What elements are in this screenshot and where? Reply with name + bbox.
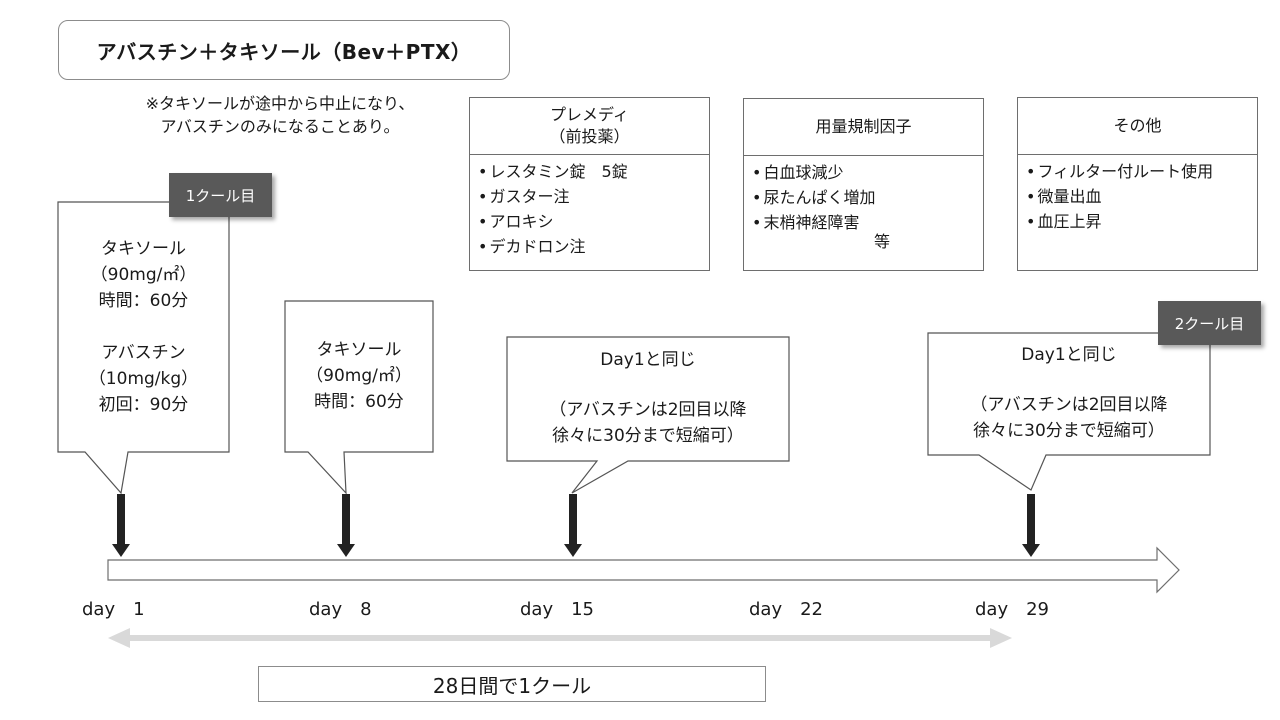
list-item: 末梢神経障害	[752, 210, 983, 235]
note-line-2: アバスチンのみになることあり。	[160, 117, 400, 136]
day-label-15: day 15	[520, 599, 595, 620]
list-item: 血圧上昇	[1026, 209, 1257, 234]
note-text: ※タキソールが途中から中止になり、 アバスチンのみになることあり。	[100, 92, 460, 138]
other-box: その他 フィルター付ルート使用 微量出血 血圧上昇	[1017, 97, 1258, 271]
dose-marker-day8	[337, 494, 355, 557]
cycle-1-tag: 1クール目	[169, 173, 272, 217]
callout-day8-text: タキソール （90mg/㎡） 時間：60分	[306, 340, 412, 412]
callout-day1-text: タキソール （90mg/㎡） 時間：60分 アバスチン （10mg/kg） 初回…	[88, 239, 199, 415]
dose-marker-day15	[564, 494, 582, 557]
premed-list: レスタミン錠 5錠 ガスター注 アロキシ デカドロン注	[470, 155, 709, 259]
day-label-29: day 29	[975, 599, 1050, 620]
callout-day29-text: Day1と同じ （アバスチンは2回目以降 徐々に30分まで短縮可）	[970, 345, 1168, 441]
dose-limit-list: 白血球減少 尿たんぱく増加 末梢神経障害	[744, 156, 983, 235]
other-header: その他	[1018, 98, 1257, 155]
callout-day1-shape	[57, 201, 230, 495]
list-item: 白血球減少	[752, 160, 983, 185]
premed-box: プレメディ （前投薬） レスタミン錠 5錠 ガスター注 アロキシ デカドロン注	[469, 97, 710, 271]
cycle-2-tag: 2クール目	[1158, 301, 1261, 345]
dose-marker-day1	[112, 494, 130, 557]
dose-limit-box: 用量規制因子 白血球減少 尿たんぱく増加 末梢神経障害 等	[743, 98, 984, 271]
day-label-1: day 1	[82, 599, 145, 620]
callout-day15-text: Day1と同じ （アバスチンは2回目以降 徐々に30分まで短縮可）	[549, 350, 747, 446]
list-item: 尿たんぱく増加	[752, 185, 983, 210]
dose-limit-header: 用量規制因子	[744, 99, 983, 156]
callout-day15-shape	[506, 336, 790, 494]
list-item: ガスター注	[478, 184, 709, 209]
list-item: アロキシ	[478, 209, 709, 234]
premed-header: プレメディ （前投薬）	[470, 98, 709, 155]
cycle-length-label: 28日間で1クール	[258, 666, 766, 702]
list-item: フィルター付ルート使用	[1026, 159, 1257, 184]
day-label-8: day 8	[309, 599, 372, 620]
list-item: デカドロン注	[478, 234, 709, 259]
dose-limit-etc: 等	[874, 232, 891, 251]
other-list: フィルター付ルート使用 微量出血 血圧上昇	[1018, 155, 1257, 234]
day-label-22: day 22	[749, 599, 824, 620]
list-item: 微量出血	[1026, 184, 1257, 209]
dose-marker-day29	[1022, 494, 1040, 557]
page-title: アバスチン＋タキソール（Bev＋PTX）	[58, 20, 510, 80]
cycle-range-arrow	[108, 628, 1012, 648]
callout-day29-shape	[927, 332, 1211, 491]
list-item: レスタミン錠 5錠	[478, 159, 709, 184]
note-line-1: ※タキソールが途中から中止になり、	[145, 94, 415, 113]
callout-day8-shape	[284, 300, 434, 495]
timeline-arrow	[107, 546, 1180, 594]
